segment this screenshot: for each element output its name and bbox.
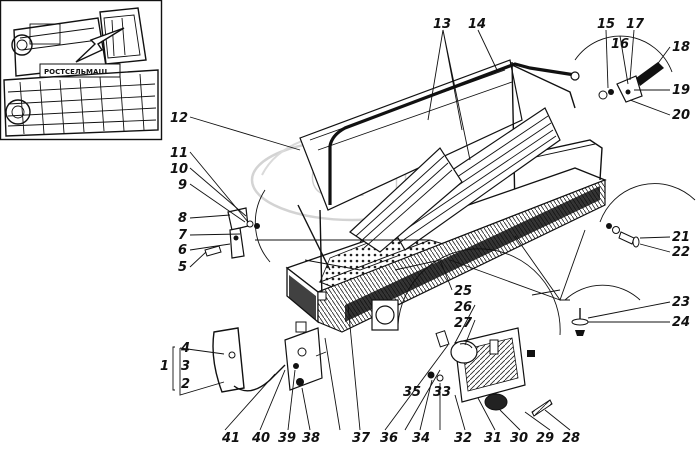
label-13: 13 xyxy=(433,17,451,32)
label-14: 14 xyxy=(468,17,486,32)
label-41: 41 xyxy=(221,431,240,446)
label-7: 7 xyxy=(178,228,188,243)
label-35: 35 xyxy=(403,385,421,400)
main-assembly xyxy=(285,59,607,333)
label-40: 40 xyxy=(251,431,270,446)
label-6: 6 xyxy=(178,243,187,258)
label-31: 31 xyxy=(484,431,502,446)
label-10: 10 xyxy=(170,162,188,177)
label-1-brace xyxy=(172,346,175,391)
label-24: 24 xyxy=(672,315,690,330)
label-4: 4 xyxy=(180,341,190,356)
label-1: 1 xyxy=(160,359,169,374)
hose xyxy=(328,62,576,205)
label-32: 32 xyxy=(454,431,472,446)
label-9: 9 xyxy=(178,178,187,193)
label-34: 34 xyxy=(412,431,430,446)
leader-lines xyxy=(179,29,671,431)
louver-lid xyxy=(384,107,561,251)
label-33: 33 xyxy=(433,385,451,400)
label-26: 26 xyxy=(454,300,472,315)
mirror xyxy=(212,327,245,393)
label-19: 19 xyxy=(672,83,690,98)
label-8: 8 xyxy=(178,211,187,226)
label-20: 20 xyxy=(672,108,690,123)
label-23: 23 xyxy=(672,295,690,310)
hardware-parts xyxy=(204,62,664,336)
mirror-assembly xyxy=(212,321,327,393)
label-39: 39 xyxy=(278,431,296,446)
lamp-parts xyxy=(427,327,553,417)
label-36: 36 xyxy=(380,431,398,446)
label-28: 28 xyxy=(562,431,580,446)
inset-sign: РОСТСЕЛЬМАШ xyxy=(44,68,107,76)
label-11: 11 xyxy=(170,146,188,161)
label-38: 38 xyxy=(302,431,320,446)
label-25: 25 xyxy=(454,284,472,299)
label-30: 30 xyxy=(510,431,528,446)
label-12: 12 xyxy=(170,111,188,126)
combine-inset: РОСТСЕЛЬМАШ xyxy=(0,0,163,141)
label-29: 29 xyxy=(536,431,554,446)
label-5: 5 xyxy=(178,260,187,275)
label-17: 17 xyxy=(626,17,645,32)
label-21: 21 xyxy=(672,230,690,245)
label-3: 3 xyxy=(181,359,190,374)
callout-labels: 12 13 14 15 16 17 18 19 20 11 10 9 8 7 6… xyxy=(160,17,690,446)
label-27: 27 xyxy=(454,316,473,331)
label-22: 22 xyxy=(672,245,690,260)
label-2: 2 xyxy=(181,377,190,392)
label-15: 15 xyxy=(597,17,615,32)
label-16: 16 xyxy=(611,37,629,52)
label-18: 18 xyxy=(672,40,690,55)
label-37: 37 xyxy=(352,431,371,446)
